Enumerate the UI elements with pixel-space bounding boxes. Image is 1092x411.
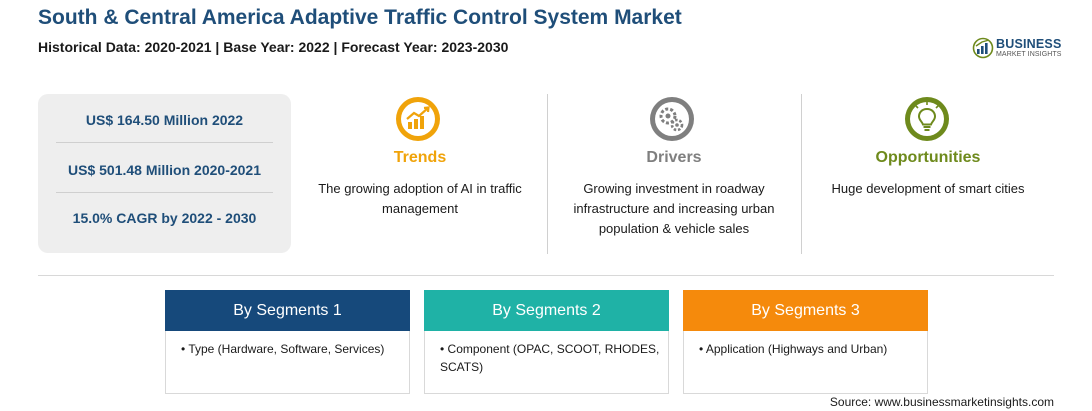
gears-icon [650, 97, 694, 141]
segment-card-1: By Segments 1 • Type (Hardware, Software… [165, 290, 410, 394]
segment-2-header: By Segments 2 [424, 290, 669, 331]
trend-chart-icon [396, 97, 440, 141]
column-divider [547, 94, 548, 254]
business-market-insights-logo: BUSINESS MARKET INSIGHTS [972, 36, 1062, 62]
drivers-description: Growing investment in roadway infrastruc… [573, 181, 775, 236]
page-subtitle: Historical Data: 2020-2021 | Base Year: … [38, 39, 509, 55]
stats-divider [56, 142, 273, 143]
segment-card-3: By Segments 3 • Application (Highways an… [683, 290, 928, 394]
segment-1-header: By Segments 1 [165, 290, 410, 331]
column-divider [801, 94, 802, 254]
segment-card-2: By Segments 2 • Component (OPAC, SCOOT, … [424, 290, 669, 394]
segment-3-header: By Segments 3 [683, 290, 928, 331]
segment-1-item: • Type (Hardware, Software, Services) [181, 342, 385, 356]
stat-cagr: 15.0% CAGR by 2022 - 2030 [72, 210, 257, 226]
logo-text-market-insights: MARKET INSIGHTS [996, 51, 1062, 58]
stats-divider [56, 192, 273, 193]
trends-description: The growing adoption of AI in traffic ma… [318, 181, 522, 216]
market-stats-card: US$ 164.50 Million 2022 US$ 501.48 Milli… [38, 94, 291, 253]
segment-3-item: • Application (Highways and Urban) [699, 342, 888, 356]
lightbulb-icon [905, 97, 949, 141]
stat-market-value-historical: US$ 501.48 Million 2020-2021 [68, 162, 261, 178]
segment-2-item: • Component (OPAC, SCOOT, RHODES, SCATS) [440, 342, 660, 374]
page-title: South & Central America Adaptive Traffic… [38, 6, 682, 29]
trends-heading: Trends [393, 149, 447, 166]
opportunities-heading: Opportunities [875, 149, 981, 166]
drivers-heading: Drivers [646, 149, 702, 166]
logo-globe-icon [972, 37, 994, 59]
source-credit: Source: www.businessmarketinsights.com [829, 395, 1054, 409]
stat-market-value-2022: US$ 164.50 Million 2022 [85, 112, 244, 128]
section-divider [38, 275, 1054, 276]
opportunities-description: Huge development of smart cities [831, 181, 1025, 196]
logo-text-business: BUSINESS [996, 37, 1062, 51]
